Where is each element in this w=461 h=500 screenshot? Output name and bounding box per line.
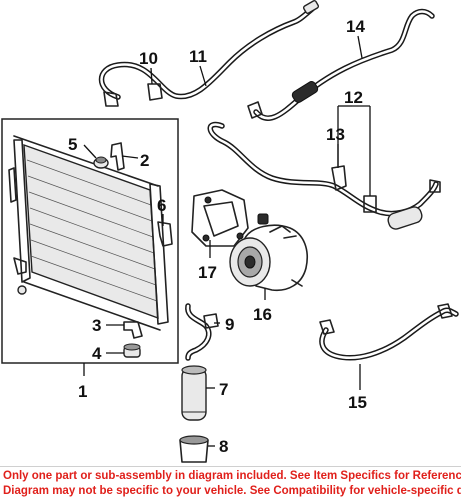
disclaimer-banner: Only one part or sub-assembly in diagram… [0,466,461,500]
callout-labels: 1 2 3 4 5 6 7 8 9 10 11 12 13 14 15 16 1… [68,17,367,456]
condenser-lower-mount [13,257,27,275]
hose-11-end-fitting [302,0,320,14]
hose-12-13 [207,121,441,230]
condenser-top-rail [13,135,159,187]
part-4-cushion [123,343,141,358]
callout-2: 2 [140,151,149,170]
part-2-bracket [110,142,125,171]
part-9-tube [185,303,219,361]
callout-6: 6 [157,196,166,215]
receiver-canister [387,206,423,230]
condenser-frame-box [1,118,179,364]
part-7-drier [181,365,207,421]
callout-3: 3 [92,316,101,335]
callout-9: 9 [225,315,234,334]
hose-10-end-fitting [103,91,119,107]
callout-13: 13 [326,125,345,144]
part-8-cap [179,435,209,463]
condenser-side-bracket [8,167,17,203]
callout-11: 11 [189,47,207,66]
callout-5: 5 [68,135,77,154]
part-3-bracket [123,321,143,339]
hose-15-end-fitting [319,319,335,335]
hose-14-end-fitting [247,101,263,119]
part-10-fitting [147,83,163,101]
callout-8: 8 [219,437,228,456]
part-13-fitting [331,165,347,191]
disclaimer-line-2: Diagram may not be specific to your vehi… [3,485,461,497]
condenser-bolt [17,285,27,295]
hose-14 [247,8,435,121]
callout-12: 12 [344,88,363,107]
disclaimer-line-1: Only one part or sub-assembly in diagram… [3,470,461,482]
part-6-bracket [157,221,173,247]
part-12-fitting [363,195,377,213]
callout-17: 17 [198,263,217,282]
hose-15-right-fitting [437,303,453,319]
leader-lines [83,35,371,447]
part-5-grommet [93,156,109,169]
callout-4: 4 [92,344,102,363]
part-17-bracket [191,189,249,247]
condenser-left-tank [13,139,31,283]
hose-10-11 [98,0,320,107]
callout-1: 1 [78,382,87,401]
callout-16: 16 [253,305,272,324]
callout-7: 7 [219,380,228,399]
condenser-group [1,118,179,364]
callout-10: 10 [139,49,158,68]
hose-15 [319,303,459,361]
part-16-compressor [229,213,308,292]
hose-14-muffler [291,81,319,103]
callout-14: 14 [346,17,365,36]
condenser-fins [26,159,158,302]
hose-12-end-fitting [429,179,441,193]
callout-15: 15 [348,393,367,412]
